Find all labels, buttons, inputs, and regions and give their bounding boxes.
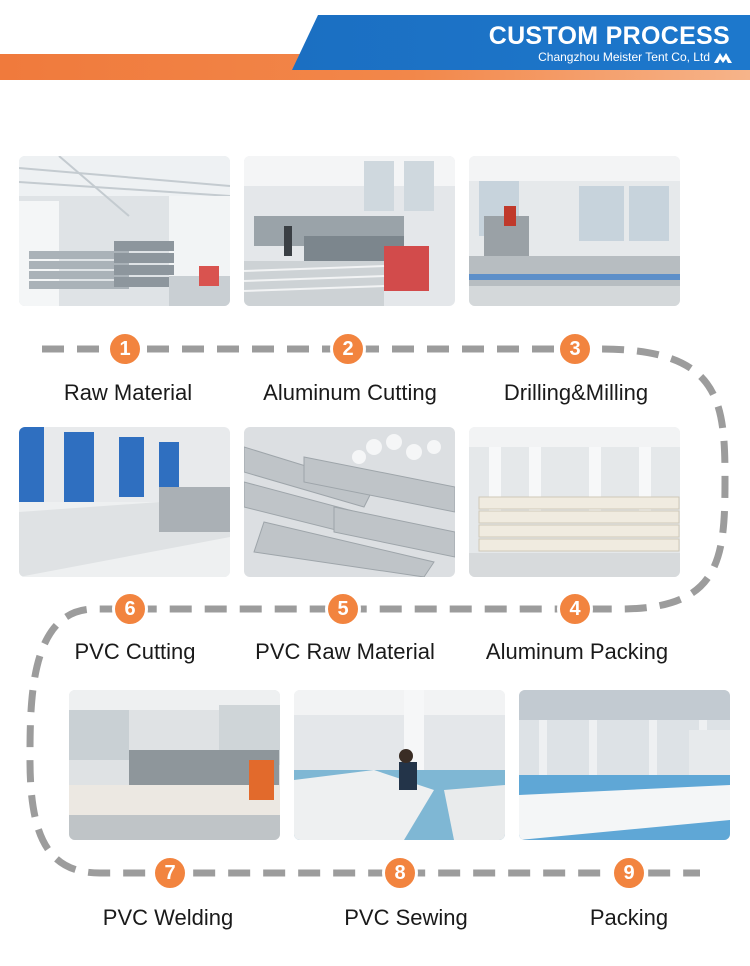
step-badge-3: 3 [557, 331, 593, 367]
step-label-1: Raw Material [63, 380, 193, 405]
company-name-line: Changzhou Meister Tent Co, Ltd [538, 50, 732, 64]
step-label-7: PVC Welding [102, 905, 234, 930]
company-name: Changzhou Meister Tent Co, Ltd [538, 50, 710, 64]
step-badge-1: 1 [107, 331, 143, 367]
photo-pvc-cutting [19, 427, 230, 577]
photo-drilling-milling [469, 156, 680, 306]
step-badge-5: 5 [325, 591, 361, 627]
photo-aluminum-packing [469, 427, 680, 577]
step-badge-2: 2 [330, 331, 366, 367]
step-label-6: PVC Cutting [74, 639, 196, 664]
step-label-2: Aluminum Cutting [263, 380, 437, 405]
step-badge-4: 4 [557, 591, 593, 627]
page-title: CUSTOM PROCESS [488, 22, 730, 50]
photo-pvc-raw-material [244, 427, 455, 577]
step-label-5: PVC Raw Material [255, 639, 435, 664]
photo-aluminum-cutting [244, 156, 455, 306]
mountain-logo-icon [714, 53, 732, 63]
step-badge-6: 6 [112, 591, 148, 627]
photo-pvc-sewing [294, 690, 505, 840]
step-label-4: Aluminum Packing [485, 639, 669, 664]
photo-raw-material [19, 156, 230, 306]
step-badge-7: 7 [152, 855, 188, 891]
step-label-9: Packing [589, 905, 669, 930]
step-badge-9: 9 [611, 855, 647, 891]
photo-pvc-welding [69, 690, 280, 840]
step-label-3: Drilling&Milling [503, 380, 649, 405]
photo-packing [519, 690, 730, 840]
header-blue-banner [292, 15, 750, 70]
step-badge-8: 8 [382, 855, 418, 891]
step-label-8: PVC Sewing [344, 905, 468, 930]
